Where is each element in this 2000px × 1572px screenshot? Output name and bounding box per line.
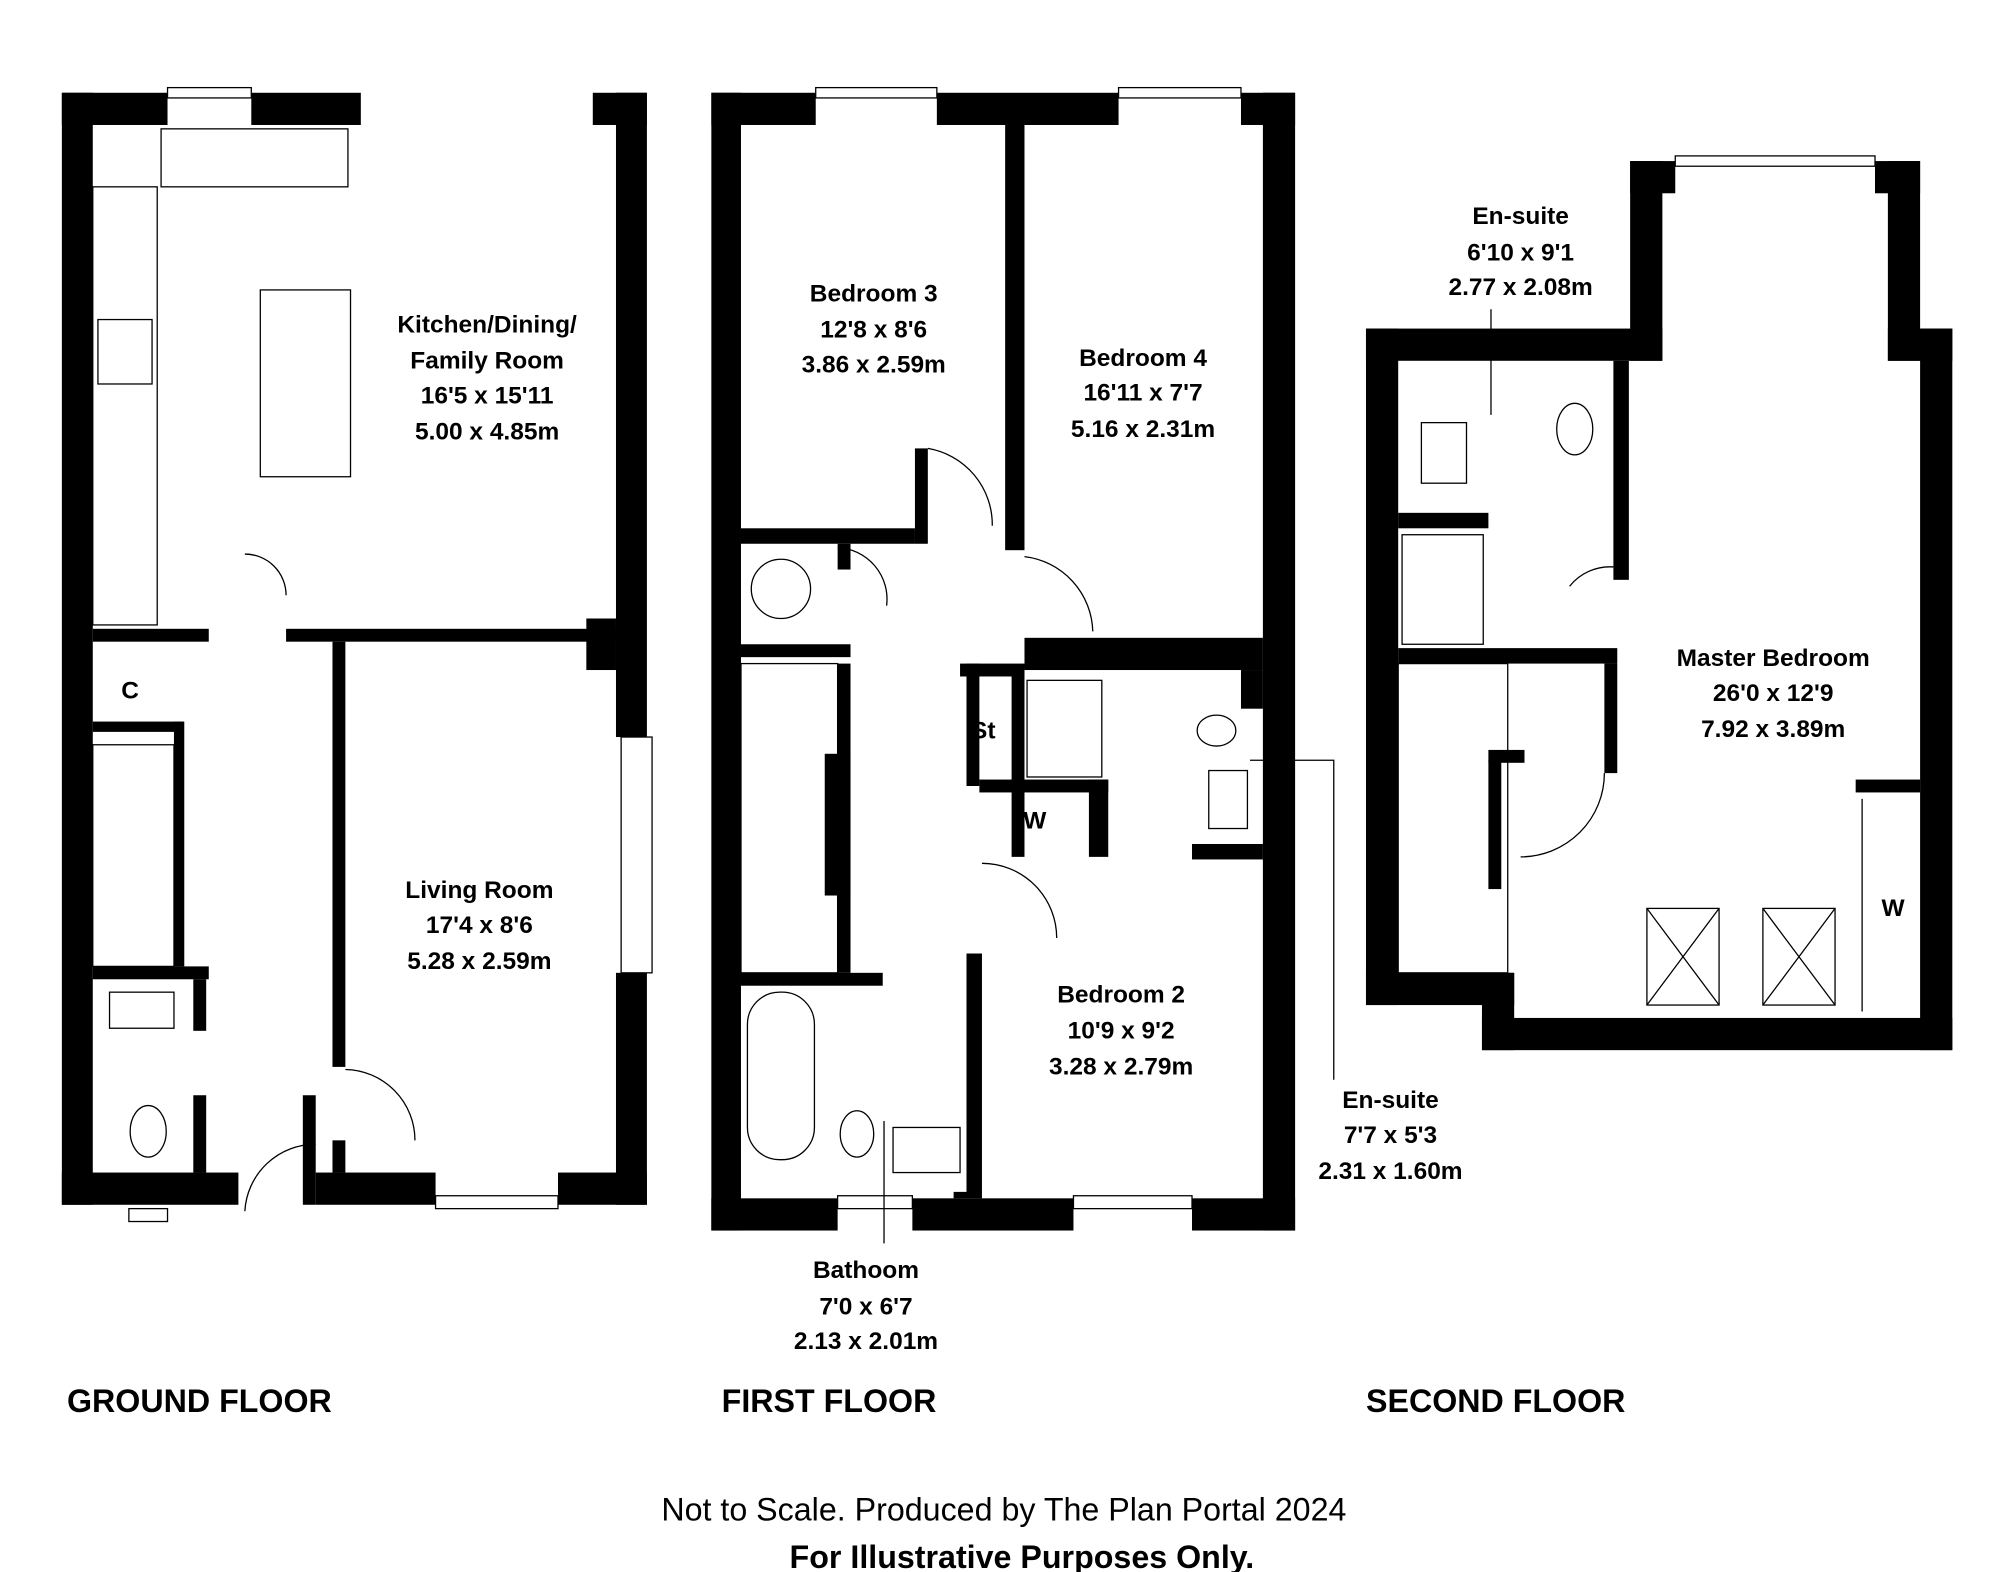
- disclaimer-bold: For Illustrative Purposes Only.: [790, 1539, 1255, 1572]
- room-imperial: 12'8 x 8'6: [820, 317, 927, 344]
- room-name: En-suite: [1342, 1087, 1439, 1114]
- room-name: Bedroom 3: [810, 281, 938, 308]
- wardrobe-mark: W: [1023, 808, 1047, 835]
- first-floor-plan: St W Bedroom 3 12'8 x 8'6 3.86 x 2.59m B…: [711, 86, 1463, 1419]
- cupboard-mark: C: [121, 677, 139, 704]
- room-metric: 2.13 x 2.01m: [794, 1328, 938, 1355]
- room-imperial: 16'11 x 7'7: [1083, 380, 1202, 407]
- room-imperial: 16'5 x 15'11: [421, 382, 554, 409]
- room-metric: 5.16 x 2.31m: [1071, 416, 1215, 443]
- room-metric: 3.86 x 2.59m: [802, 351, 946, 378]
- disclaimer-line: Not to Scale. Produced by The Plan Porta…: [661, 1491, 1346, 1527]
- storage-mark: St: [971, 717, 995, 744]
- room-name: En-suite: [1472, 203, 1569, 230]
- room-name: Bathoom: [813, 1257, 919, 1284]
- room-name: Bedroom 2: [1057, 981, 1185, 1008]
- second-floor-plan: W En-suite 6'10 x 9'1 2.77 x 2.08m Maste…: [1365, 155, 1953, 1419]
- room-metric: 5.00 x 4.85m: [415, 418, 559, 445]
- room-name: Kitchen/Dining/: [397, 311, 577, 338]
- room-imperial: 6'10 x 9'1: [1467, 239, 1574, 266]
- room-imperial: 17'4 x 8'6: [426, 912, 533, 939]
- ground-floor-plan: C Kitchen/Dining/ Family Room 16'5 x 15'…: [61, 86, 653, 1419]
- room-name: Family Room: [410, 348, 564, 375]
- floor-title: FIRST FLOOR: [722, 1383, 937, 1419]
- room-name: Living Room: [405, 877, 553, 904]
- room-name: Master Bedroom: [1677, 645, 1870, 672]
- room-metric: 7.92 x 3.89m: [1701, 716, 1845, 743]
- room-imperial: 10'9 x 9'2: [1068, 1018, 1175, 1045]
- wardrobe-mark: W: [1881, 895, 1905, 922]
- room-imperial: 7'7 x 5'3: [1344, 1122, 1437, 1149]
- floor-title: GROUND FLOOR: [67, 1383, 332, 1419]
- room-metric: 2.77 x 2.08m: [1449, 274, 1593, 301]
- room-metric: 3.28 x 2.79m: [1049, 1054, 1193, 1081]
- room-name: Bedroom 4: [1079, 345, 1207, 372]
- room-metric: 2.31 x 1.60m: [1318, 1158, 1462, 1185]
- room-metric: 5.28 x 2.59m: [407, 948, 551, 975]
- floor-title: SECOND FLOOR: [1366, 1383, 1625, 1419]
- room-imperial: 26'0 x 12'9: [1713, 680, 1834, 707]
- room-imperial: 7'0 x 6'7: [819, 1293, 912, 1320]
